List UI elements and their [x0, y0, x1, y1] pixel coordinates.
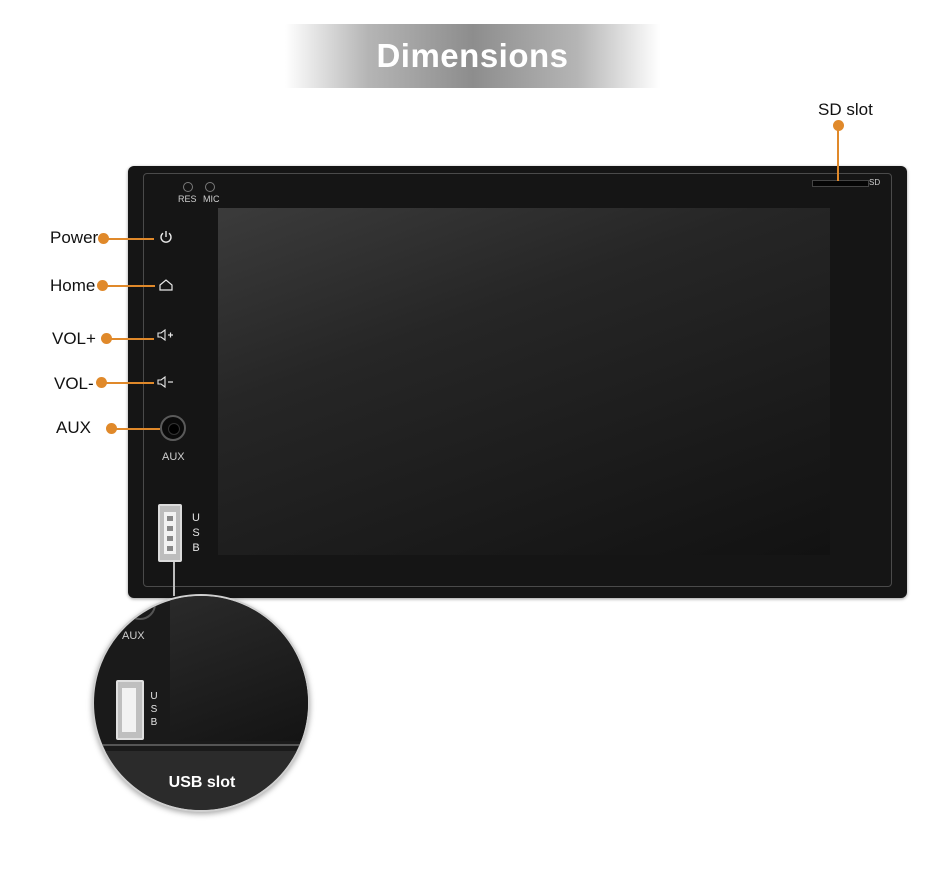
home-icon[interactable]	[158, 277, 174, 293]
bezel-outline	[143, 173, 892, 587]
volume-down-icon[interactable]	[156, 375, 176, 389]
usb-port-inner	[164, 512, 176, 554]
zoom-usb-port	[116, 680, 144, 740]
aux-callout-label: AUX	[56, 418, 91, 437]
zoom-usb-letter: B	[150, 717, 158, 728]
zoom-screen	[170, 596, 308, 741]
aux-device-label: AUX	[162, 451, 185, 463]
power-callout-dot	[98, 233, 109, 244]
vol-minus-callout-dot	[96, 377, 107, 388]
aux-callout-dot	[106, 423, 117, 434]
home-callout-line	[103, 285, 155, 287]
zoom-bezel-line	[94, 744, 308, 746]
power-callout-label: Power	[50, 228, 99, 247]
usb-pin	[167, 536, 173, 541]
sd-callout-label: SD slot	[818, 100, 873, 119]
mic-hole	[205, 182, 215, 192]
reset-hole[interactable]	[183, 182, 193, 192]
aux-callout-line	[112, 428, 160, 430]
usb-zoom-connector	[173, 562, 175, 596]
page-title: Dimensions	[376, 37, 569, 74]
usb-pin	[167, 546, 173, 551]
home-callout-label: Home	[50, 276, 96, 295]
zoom-usb-inner	[122, 688, 136, 732]
usb-letter: S	[192, 527, 200, 539]
usb-slot-label: USB slot	[168, 774, 236, 791]
zoom-usb-letter: U	[150, 691, 158, 702]
usb-letter: B	[192, 542, 200, 554]
power-callout-line	[104, 238, 154, 240]
usb-pin	[167, 526, 173, 531]
power-icon[interactable]	[158, 229, 174, 245]
sd-callout-line	[837, 126, 839, 181]
mic-label: MIC	[203, 194, 220, 204]
vol-plus-callout-line	[107, 338, 154, 340]
zoom-aux-jack	[124, 596, 156, 620]
usb-pin	[167, 516, 173, 521]
sd-label: SD	[869, 178, 881, 187]
res-label: RES	[178, 194, 197, 204]
home-callout-dot	[97, 280, 108, 291]
vol-plus-callout-label: VOL+	[52, 329, 96, 348]
usb-port[interactable]	[158, 504, 182, 562]
vol-plus-callout-dot	[101, 333, 112, 344]
vol-minus-callout-label: VOL-	[54, 374, 94, 393]
usb-zoom-detail: AUX U S B USB slot	[92, 594, 310, 812]
volume-up-icon[interactable]	[156, 328, 176, 342]
zoom-label-band	[94, 751, 308, 810]
sd-callout-dot	[833, 120, 844, 131]
usb-letter: U	[192, 512, 200, 524]
zoom-usb-letter: S	[150, 704, 158, 715]
sd-card-slot[interactable]	[812, 180, 869, 187]
title-banner	[285, 24, 660, 88]
vol-minus-callout-line	[102, 382, 154, 384]
zoom-aux-label: AUX	[122, 630, 145, 642]
display-screen	[218, 208, 830, 555]
aux-jack[interactable]	[160, 415, 186, 441]
